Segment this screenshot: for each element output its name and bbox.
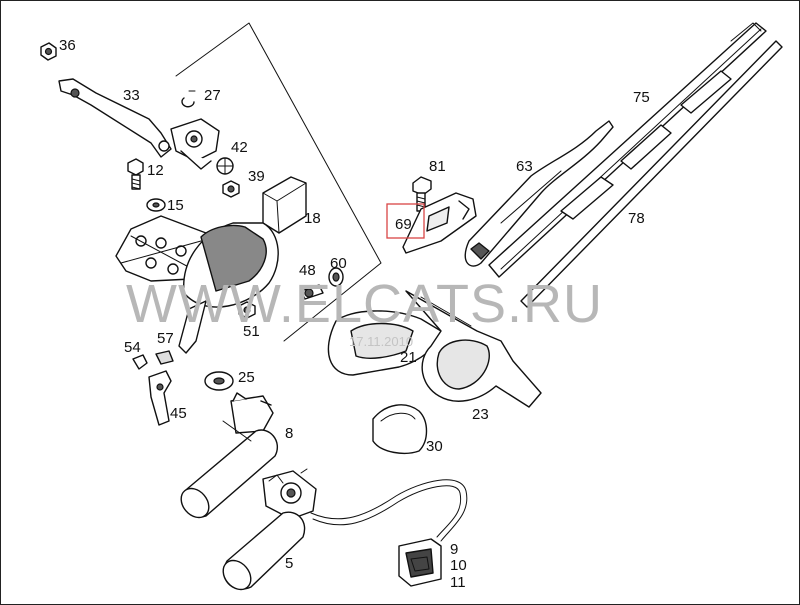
label-part-12[interactable]: 12 xyxy=(147,162,164,179)
part-23-cowl-panel[interactable] xyxy=(405,290,542,408)
part-25-grommet[interactable] xyxy=(204,371,234,391)
linkage-pivot xyxy=(170,118,220,170)
part-36-nut[interactable] xyxy=(40,42,57,61)
part-33-crank-arm[interactable] xyxy=(58,78,172,158)
label-part-25[interactable]: 25 xyxy=(238,369,255,386)
part-27-clip[interactable] xyxy=(181,90,196,108)
part-60-grommet[interactable] xyxy=(328,267,344,287)
label-part-51[interactable]: 51 xyxy=(243,323,260,340)
label-part-54[interactable]: 54 xyxy=(124,339,141,356)
part-48-connector[interactable] xyxy=(300,284,324,300)
part-42-washer[interactable] xyxy=(216,157,234,175)
part-5-wiper-motor[interactable] xyxy=(218,468,317,595)
label-part-45[interactable]: 45 xyxy=(170,405,187,422)
part-12-screw[interactable] xyxy=(127,158,144,190)
part-63-wiper-arm[interactable] xyxy=(464,120,614,267)
label-part-33[interactable]: 33 xyxy=(123,87,140,104)
assembly-frame xyxy=(175,22,382,342)
label-part-69[interactable]: 69 xyxy=(395,216,412,233)
label-part-60[interactable]: 60 xyxy=(330,255,347,272)
label-part-23[interactable]: 23 xyxy=(472,406,489,423)
label-part-11[interactable]: 11 xyxy=(450,574,466,591)
label-part-18[interactable]: 18 xyxy=(304,210,321,227)
part-8-wiper-motor[interactable] xyxy=(176,392,278,523)
label-part-78[interactable]: 78 xyxy=(628,210,645,227)
label-part-63[interactable]: 63 xyxy=(516,158,533,175)
label-part-21[interactable]: 21 xyxy=(400,349,417,366)
label-part-39[interactable]: 39 xyxy=(248,168,265,185)
label-part-27[interactable]: 27 xyxy=(204,87,221,104)
part-78-wiper-refill[interactable] xyxy=(520,40,783,308)
label-part-75[interactable]: 75 xyxy=(633,89,650,106)
part-21-trim-cover[interactable] xyxy=(327,310,442,376)
part-69-cover-cap[interactable] xyxy=(402,192,477,254)
part-81-screw[interactable] xyxy=(412,176,432,212)
label-part-48[interactable]: 48 xyxy=(299,262,316,279)
label-part-81[interactable]: 81 xyxy=(429,158,446,175)
linkage-group xyxy=(40,22,382,426)
date-stamp: 17.11.2010 xyxy=(349,334,413,349)
part-18-housing-cover[interactable] xyxy=(178,176,307,354)
label-part-10[interactable]: 10 xyxy=(450,557,467,574)
part-39-nut[interactable] xyxy=(222,180,240,198)
part-15-washer[interactable] xyxy=(146,198,166,212)
label-part-5[interactable]: 5 xyxy=(285,555,293,572)
part-54-clip[interactable] xyxy=(132,354,148,370)
part-9-connector-plug[interactable] xyxy=(398,538,442,587)
label-part-8[interactable]: 8 xyxy=(285,425,293,442)
label-part-9[interactable]: 9 xyxy=(450,541,458,558)
part-57-clip[interactable] xyxy=(155,350,174,365)
label-part-42[interactable]: 42 xyxy=(231,139,248,156)
watermark-text: WWW.ELCATS.RU xyxy=(126,274,603,334)
part-75-wiper-blade[interactable] xyxy=(488,22,767,278)
label-part-15[interactable]: 15 xyxy=(167,197,184,214)
label-part-36[interactable]: 36 xyxy=(59,37,76,54)
motor-cable xyxy=(310,479,468,542)
part-45-bracket[interactable] xyxy=(148,370,172,426)
part-51-nut[interactable] xyxy=(238,301,256,319)
label-part-57[interactable]: 57 xyxy=(157,330,174,347)
label-part-30[interactable]: 30 xyxy=(426,438,443,455)
highlight-box xyxy=(386,203,425,239)
part-30-trim-cap[interactable] xyxy=(372,404,428,454)
